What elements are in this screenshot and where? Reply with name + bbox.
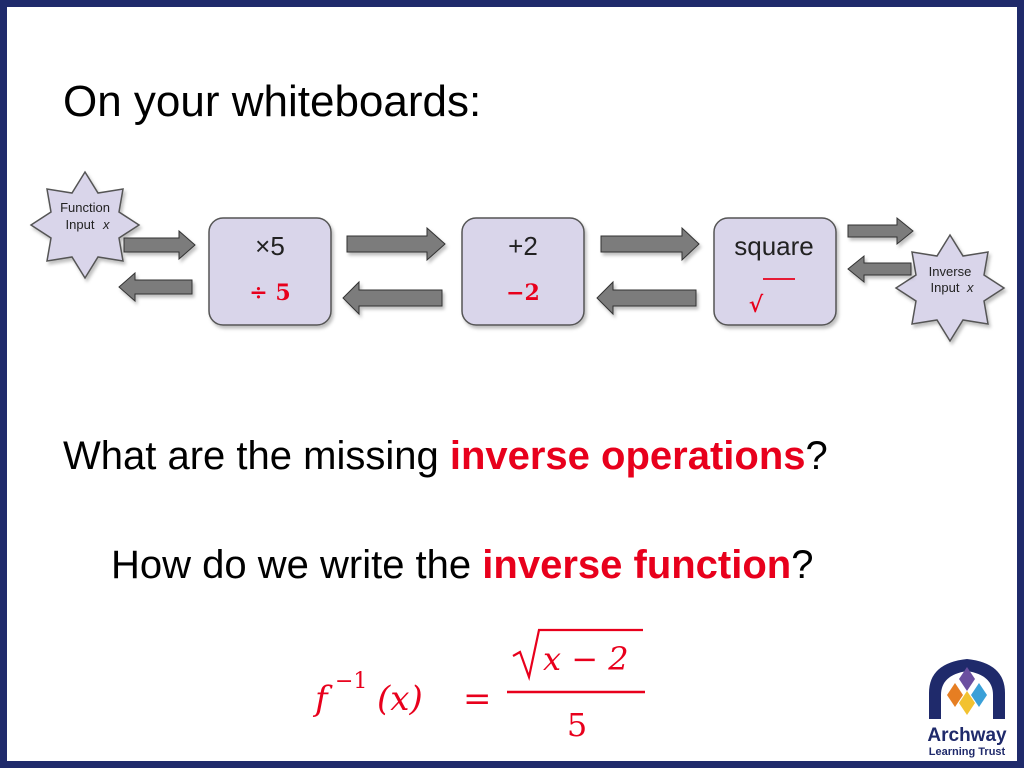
formula-lhs: f bbox=[312, 679, 333, 719]
arrow-right-icon bbox=[346, 226, 446, 262]
arrow-right-icon bbox=[847, 216, 914, 246]
highlight-inverse-operations: inverse operations bbox=[449, 434, 806, 478]
formula-radical bbox=[512, 628, 643, 682]
slide-title: On your whiteboards: bbox=[63, 77, 482, 126]
operation-box-multiply: ×5 ÷ 5 bbox=[208, 217, 332, 326]
box-operation-label: +2 bbox=[508, 231, 538, 261]
formula-numerator: x − 2 bbox=[543, 640, 629, 678]
arrow-left-icon bbox=[847, 254, 912, 284]
question-inverse-function: How do we write the inverse function? bbox=[111, 543, 814, 587]
box-inverse-label: −2 bbox=[506, 280, 540, 306]
arrow-left-icon bbox=[596, 280, 697, 316]
highlight-inverse-function: inverse function bbox=[482, 543, 792, 587]
operation-box-square: square √ bbox=[713, 217, 837, 326]
formula-denominator: 5 bbox=[567, 706, 587, 744]
question-missing-operations: What are the missing inverse operations? bbox=[63, 434, 828, 478]
box-operation-label: ×5 bbox=[255, 231, 285, 261]
formula-equals: = bbox=[463, 679, 492, 719]
arch-icon bbox=[929, 659, 1005, 719]
formula-argument: (x) bbox=[377, 679, 423, 719]
output-star-var: x bbox=[966, 280, 974, 295]
arrow-right-icon bbox=[600, 226, 700, 262]
input-star-line1: Function bbox=[60, 200, 110, 215]
arrow-right-icon bbox=[123, 229, 196, 261]
function-machine-diagram: Function Input x Inverse Input x ×5 ÷ 5 … bbox=[29, 170, 1006, 343]
inverse-function-formula: f −1 (x) = x − 2 5 bbox=[312, 628, 645, 744]
archway-logo: Archway Learning Trust bbox=[927, 659, 1007, 758]
operation-box-add: +2 −2 bbox=[461, 217, 585, 326]
box-inverse-label: √ bbox=[749, 292, 764, 318]
logo-name: Archway bbox=[927, 725, 1007, 746]
box-inverse-label: ÷ 5 bbox=[249, 280, 290, 306]
output-star-line1: Inverse bbox=[929, 264, 972, 279]
arrow-left-icon bbox=[342, 280, 443, 316]
formula-exponent: −1 bbox=[335, 669, 367, 694]
input-star-var: x bbox=[102, 217, 110, 232]
inverse-input-star: Inverse Input x bbox=[894, 233, 1006, 343]
input-star-line2: Input bbox=[66, 217, 95, 232]
arrow-left-icon bbox=[118, 271, 193, 303]
function-input-star: Function Input x bbox=[29, 170, 141, 280]
output-star-line2: Input bbox=[931, 280, 960, 295]
box-operation-label: square bbox=[734, 231, 814, 261]
logo-subtitle: Learning Trust bbox=[929, 746, 1006, 758]
